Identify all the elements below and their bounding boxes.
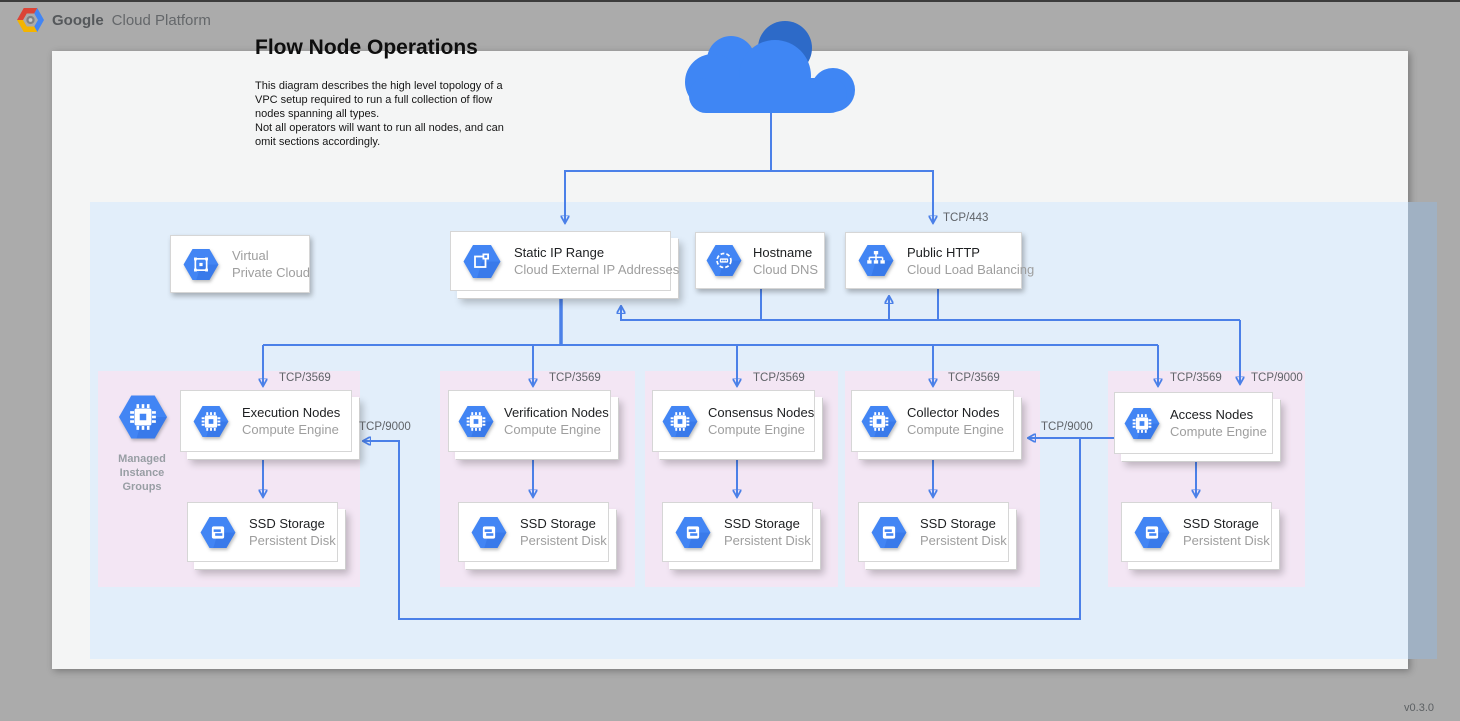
port-label-access-top: TCP/9000 [1251,372,1303,384]
compute-engine-icon [661,405,699,438]
card-execution-nodes: Execution Nodes Compute Engine [180,390,352,452]
card-title: Verification Nodes [504,405,609,420]
port-label-flow-execution: TCP/3569 [279,372,331,384]
card-title: SSD Storage [520,516,596,531]
card-subtitle: Cloud Load Balancing [907,261,1035,277]
card-title: Public HTTP [907,244,980,260]
compute-engine-icon [192,405,230,438]
internet-cloud-icon [685,21,855,113]
card-title: SSD Storage [249,516,325,531]
load-balancing-icon [857,244,895,277]
card-subtitle: Cloud DNS [753,261,819,277]
card-consensus-nodes: Consensus Nodes Compute Engine [652,390,815,452]
card-title: Execution Nodes [242,405,341,420]
vpc-icon [182,248,220,281]
gcp-brand: Google Cloud Platform [17,8,211,32]
card-verification-nodes: Verification Nodes Compute Engine [448,390,611,452]
card-title: Virtual [232,248,269,263]
gcp-logo-icon [17,8,44,32]
description-text: This diagram describes the high level to… [255,80,504,148]
persistent-disk-icon [870,516,908,549]
card-subtitle: Compute Engine [907,422,1004,437]
cloud-dns-icon [705,244,743,277]
card-access-nodes: Access Nodes Compute Engine [1114,392,1273,454]
compute-engine-icon [860,405,898,438]
card-subtitle: Compute Engine [708,422,805,437]
port-label-https: TCP/443 [943,212,989,224]
vpc-region-overhang [1408,202,1437,659]
window-top-edge [0,0,1460,2]
managed-instance-groups-icon [117,394,169,440]
port-label-access-collector: TCP/9000 [1041,421,1093,433]
card-subtitle: Compute Engine [1170,424,1267,439]
card-title: Static IP Range [514,245,605,260]
card-hostname: Hostname Cloud DNS [695,232,825,289]
compute-engine-icon [457,405,495,438]
persistent-disk-icon [1133,516,1171,549]
card-subtitle: Persistent Disk [724,533,811,548]
port-label-flow-access: TCP/3569 [1170,372,1222,384]
brand-cloud-platform: Cloud Platform [111,11,211,29]
card-ssd-storage-execution: SSD Storage Persistent Disk [187,502,338,562]
card-title: Collector Nodes [907,405,1000,420]
version-label: v0.3.0 [1404,702,1434,714]
card-collector-nodes: Collector Nodes Compute Engine [851,390,1014,452]
port-label-flow-verification: TCP/3569 [549,372,601,384]
card-title: Consensus Nodes [708,405,815,420]
card-ssd-storage-verification: SSD Storage Persistent Disk [458,502,609,562]
card-title: SSD Storage [920,516,996,531]
card-ssd-storage-collector: SSD Storage Persistent Disk [858,502,1009,562]
external-ip-icon [462,244,502,279]
port-label-flow-consensus: TCP/3569 [753,372,805,384]
card-subtitle: Cloud External IP Addresses [514,262,680,277]
card-ssd-storage-access: SSD Storage Persistent Disk [1121,502,1272,562]
card-subtitle: Persistent Disk [1183,533,1270,548]
card-virtual-private-cloud: Virtual Private Cloud [170,235,310,293]
card-subtitle: Persistent Disk [920,533,1007,548]
card-title: Access Nodes [1170,407,1254,422]
port-label-access-execution: TCP/9000 [359,421,411,433]
persistent-disk-icon [674,516,712,549]
persistent-disk-icon [199,516,237,549]
brand-google: Google [52,11,104,29]
persistent-disk-icon [470,516,508,549]
card-static-ip-range: Static IP Range Cloud External IP Addres… [450,231,679,291]
card-subtitle: Compute Engine [242,422,339,437]
card-title: SSD Storage [724,516,800,531]
port-label-flow-collector: TCP/3569 [948,372,1000,384]
card-subtitle: Persistent Disk [249,533,336,548]
card-subtitle: Private Cloud [232,265,311,280]
card-subtitle: Persistent Disk [520,533,607,548]
page-title: Flow Node Operations [255,36,478,59]
card-subtitle: Compute Engine [504,422,601,437]
card-title: Hostname [753,244,813,260]
card-ssd-storage-consensus: SSD Storage Persistent Disk [662,502,813,562]
card-public-http: Public HTTP Cloud Load Balancing [845,232,1034,289]
card-title: SSD Storage [1183,516,1259,531]
managed-instance-groups-label: Managed Instance Groups [118,453,166,493]
compute-engine-icon [1123,407,1161,440]
